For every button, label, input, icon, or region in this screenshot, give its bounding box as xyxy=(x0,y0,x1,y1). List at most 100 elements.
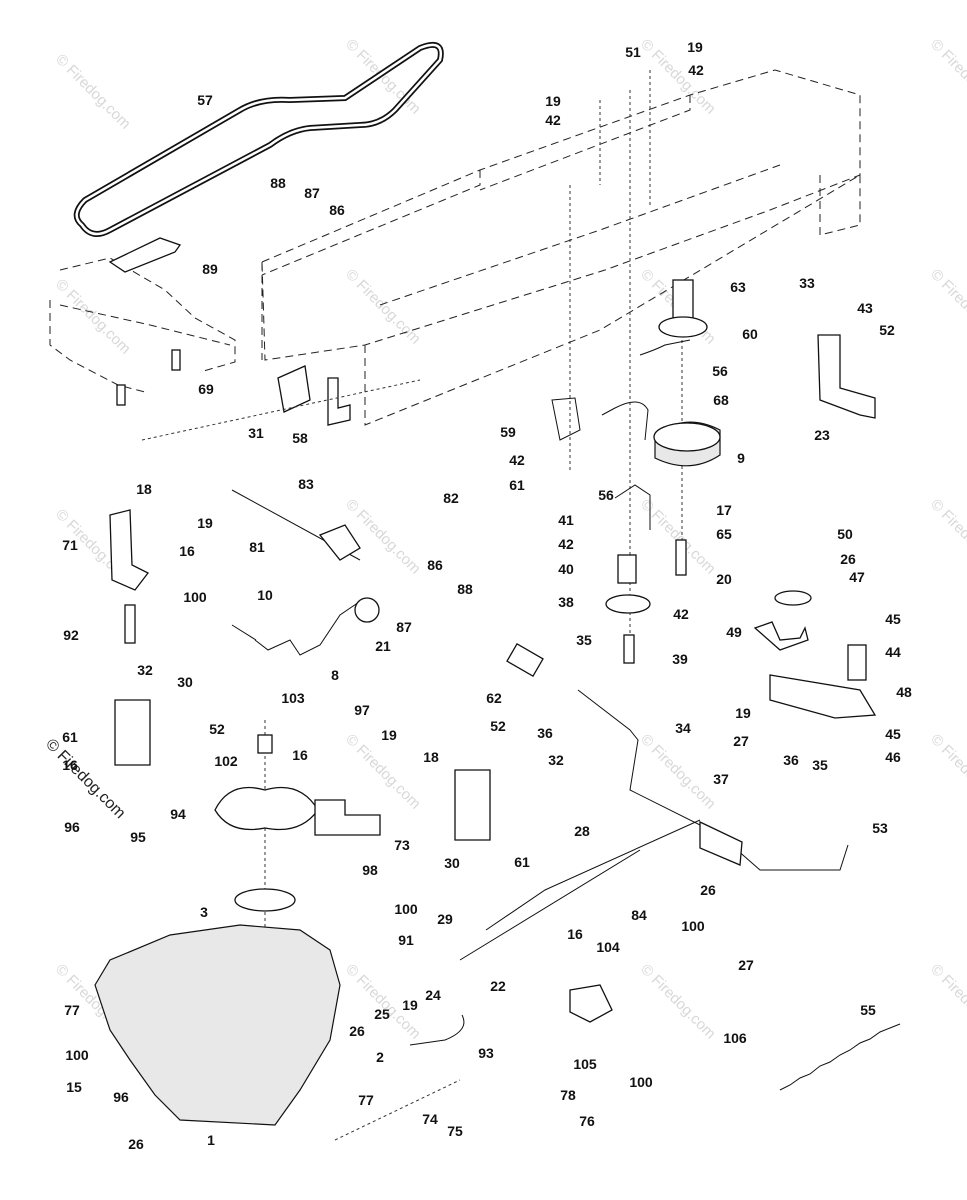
part-number-label: 77 xyxy=(358,1092,374,1108)
watermark: © Firedog.com xyxy=(927,496,967,578)
transaxle-pulley xyxy=(114,699,491,950)
part-number-label: 22 xyxy=(490,978,506,994)
part-number-label: 105 xyxy=(573,1056,597,1072)
part-number-label: 46 xyxy=(885,749,901,765)
part-number-label: 60 xyxy=(742,326,758,342)
bolts xyxy=(116,349,181,406)
part-number-label: 100 xyxy=(183,589,207,605)
part-number-label: 26 xyxy=(128,1136,144,1152)
bracket xyxy=(569,984,613,1023)
bracket xyxy=(109,509,149,591)
tractor-frame xyxy=(49,69,861,426)
part-number-label: 28 xyxy=(574,823,590,839)
watermark: © Firedog.com xyxy=(637,961,719,1043)
part-number-label: 83 xyxy=(298,476,314,492)
watermark: © Firedog.com xyxy=(342,496,424,578)
part-number-label: 16 xyxy=(567,926,583,942)
brake-linkage xyxy=(231,489,380,656)
part-number-label: 87 xyxy=(396,619,412,635)
part-number-label: 18 xyxy=(423,749,439,765)
part-number-label: 82 xyxy=(443,490,459,506)
part-number-label: 8 xyxy=(331,667,339,683)
part-number-label: 50 xyxy=(837,526,853,542)
watermark: © Firedog.com xyxy=(342,36,424,118)
part-number-label: 106 xyxy=(723,1030,747,1046)
drive-belt xyxy=(73,42,444,237)
part-number-label: 36 xyxy=(783,752,799,768)
part-number-label: 19 xyxy=(687,39,703,55)
leader-line xyxy=(334,1079,461,1141)
clutch-assembly xyxy=(551,70,721,664)
part-number-label: 92 xyxy=(63,627,79,643)
part-number-label: 21 xyxy=(375,638,391,654)
part-number-label: 26 xyxy=(840,551,856,567)
part-number-label: 39 xyxy=(672,651,688,667)
part-number-label: 47 xyxy=(849,569,865,585)
watermark: © Firedog.com xyxy=(342,266,424,348)
part-number-label: 34 xyxy=(675,720,691,736)
part-number-label: 36 xyxy=(537,725,553,741)
part-number-label: 96 xyxy=(64,819,80,835)
part-number-label: 19 xyxy=(545,93,561,109)
part-number-label: 55 xyxy=(860,1002,876,1018)
part-number-label: 30 xyxy=(444,855,460,871)
part-number-label: 52 xyxy=(490,718,506,734)
part-number-label: 19 xyxy=(735,705,751,721)
part-number-label: 44 xyxy=(885,644,901,660)
pedal-bracket xyxy=(753,590,877,719)
part-number-label: 33 xyxy=(799,275,815,291)
part-number-label: 69 xyxy=(198,381,214,397)
part-number-label: 27 xyxy=(738,957,754,973)
part-number-label: 16 xyxy=(292,747,308,763)
part-number-label: 16 xyxy=(179,543,195,559)
watermark: © Firedog.com xyxy=(342,731,424,813)
part-number-label: 71 xyxy=(62,537,78,553)
part-number-label: 24 xyxy=(425,987,441,1003)
part-number-label: 32 xyxy=(548,752,564,768)
part-number-label: 23 xyxy=(814,427,830,443)
part-number-label: 19 xyxy=(402,997,418,1013)
watermark: © Firedog.com xyxy=(52,276,134,358)
part-number-label: 1 xyxy=(207,1132,215,1148)
part-number-label: 26 xyxy=(349,1023,365,1039)
part-number-label: 31 xyxy=(248,425,264,441)
part-number-label: 48 xyxy=(896,684,912,700)
part-number-label: 19 xyxy=(381,727,397,743)
part-number-label: 19 xyxy=(197,515,213,531)
part-number-label: 15 xyxy=(66,1079,82,1095)
part-number-label: 42 xyxy=(673,606,689,622)
part-number-label: 86 xyxy=(427,557,443,573)
part-number-label: 27 xyxy=(733,733,749,749)
part-number-label: 84 xyxy=(631,907,647,923)
part-number-label: 61 xyxy=(62,729,78,745)
watermark: © Firedog.com xyxy=(927,36,967,118)
part-number-label: 43 xyxy=(857,300,873,316)
part-number-label: 17 xyxy=(716,502,732,518)
part-number-label: 42 xyxy=(558,536,574,552)
part-number-label: 62 xyxy=(486,690,502,706)
part-number-label: 57 xyxy=(197,92,213,108)
part-number-label: 42 xyxy=(545,112,561,128)
belt-guide xyxy=(108,237,182,273)
part-number-label: 10 xyxy=(257,587,273,603)
part-number-label: 59 xyxy=(500,424,516,440)
part-number-label: 103 xyxy=(281,690,305,706)
part-number-label: 76 xyxy=(579,1113,595,1129)
spring xyxy=(779,1023,901,1091)
transaxle xyxy=(94,924,341,1126)
part-number-label: 35 xyxy=(812,757,828,773)
part-number-label: 40 xyxy=(558,561,574,577)
part-number-label: 91 xyxy=(398,932,414,948)
part-number-label: 104 xyxy=(596,939,620,955)
part-number-label: 89 xyxy=(202,261,218,277)
part-number-label: 51 xyxy=(625,44,641,60)
watermark: © Firedog.com xyxy=(52,51,134,133)
part-number-label: 35 xyxy=(576,632,592,648)
part-number-label: 100 xyxy=(681,918,705,934)
part-number-label: 52 xyxy=(209,721,225,737)
part-number-label: 29 xyxy=(437,911,453,927)
part-number-label: 52 xyxy=(879,322,895,338)
hose xyxy=(409,1014,465,1046)
